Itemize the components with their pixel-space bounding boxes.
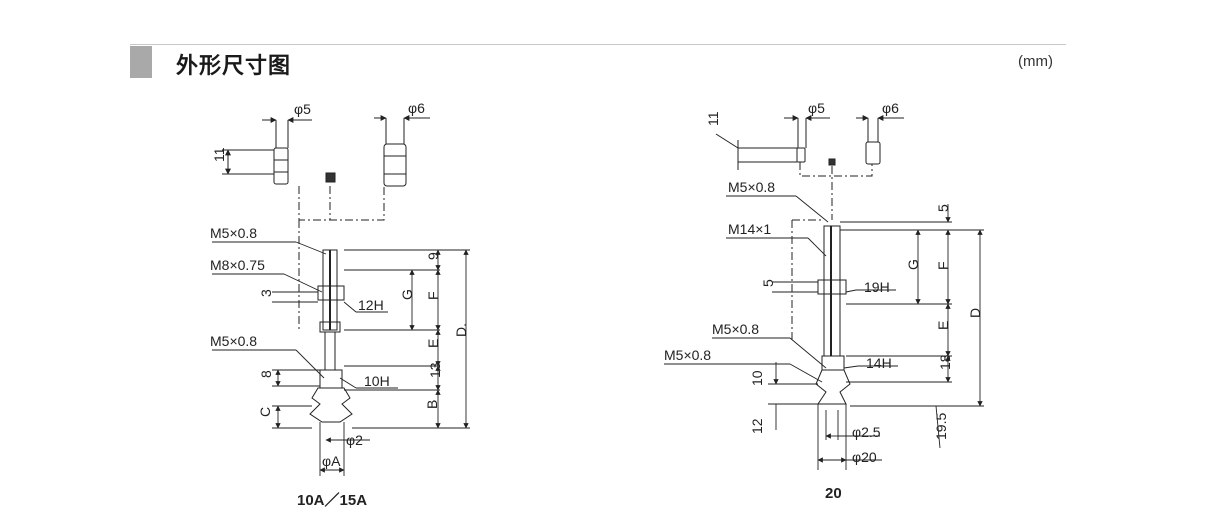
left-port-top (325, 172, 336, 183)
right-d5-label: 5 (760, 279, 776, 287)
right-model-caption: 20 (825, 485, 842, 502)
left-d8-label: 8 (258, 370, 274, 378)
left-phi6-label: φ6 (408, 100, 425, 116)
left-h11-label: 11 (211, 147, 227, 162)
right-d-label: D (967, 308, 983, 318)
right-d18-label: 18 (937, 354, 953, 370)
right-f-label: F (935, 261, 951, 270)
right-m5-low-label: M5×0.8 (664, 347, 711, 363)
right-phi6-label: φ6 (882, 100, 899, 116)
right-phi5-label: φ5 (808, 100, 825, 116)
left-h12-label: 12H (358, 297, 384, 313)
right-phi2-5-label: φ2.5 (852, 424, 881, 440)
left-d9-label: 9 (425, 252, 441, 260)
left-c-label: C (257, 407, 273, 417)
right-e-label: E (935, 321, 951, 330)
left-d3-label: 3 (258, 289, 274, 297)
left-d13-label: 13 (427, 362, 443, 378)
left-phia-label: φA (322, 453, 341, 469)
left-model-labels: φ5 φ6 11 M5×0.8 M8×0.75 3 12H M5×0.8 8 1… (210, 100, 469, 469)
right-h11-label: 11 (705, 111, 721, 126)
left-fitting-phi5 (273, 147, 289, 185)
right-fitting-phi6 (865, 141, 881, 165)
left-d-label: D. (453, 323, 469, 337)
left-b-label: B (424, 400, 440, 409)
right-d5-top-label: 5 (935, 204, 951, 212)
right-h19-label: 19H (864, 279, 890, 295)
left-e-label: E (425, 339, 441, 348)
left-m5-bottom-label: M5×0.8 (210, 333, 257, 349)
unit-label: (mm) (1018, 53, 1053, 70)
right-phi20-label: φ20 (852, 449, 877, 465)
right-d10-label: 10 (749, 370, 765, 386)
left-g-label: G (399, 289, 415, 300)
right-d19-5-label: 19.5 (933, 413, 949, 440)
left-m5-top-label: M5×0.8 (210, 225, 257, 241)
right-fitting-phi5 (796, 147, 806, 163)
left-phi5-label: φ5 (294, 101, 311, 117)
left-f-label: F (425, 291, 441, 300)
right-h14-label: 14H (866, 355, 892, 371)
right-m14-label: M14×1 (728, 221, 771, 237)
section-title: 外形尺寸图 (176, 54, 292, 79)
right-m5-mid-label: M5×0.8 (712, 321, 759, 337)
left-model-caption: 10A／15A (297, 492, 368, 509)
left-fitting-phi6 (383, 143, 407, 187)
right-model-drawing (664, 115, 984, 470)
right-d12-label: 12 (749, 418, 765, 434)
section-marker (130, 46, 152, 78)
right-g-label: G (905, 259, 921, 270)
right-port-top (828, 158, 836, 166)
left-phi2-label: φ2 (346, 432, 363, 448)
left-m8-label: M8×0.75 (210, 257, 265, 273)
right-m5-top-label: M5×0.8 (728, 179, 775, 195)
right-model-labels: φ5 φ6 11 M5×0.8 M14×1 5 19H M5×0.8 M5×0.… (664, 100, 983, 465)
left-h10-label: 10H (364, 373, 390, 389)
header-rule (130, 44, 1066, 45)
left-model-drawing (212, 115, 470, 476)
